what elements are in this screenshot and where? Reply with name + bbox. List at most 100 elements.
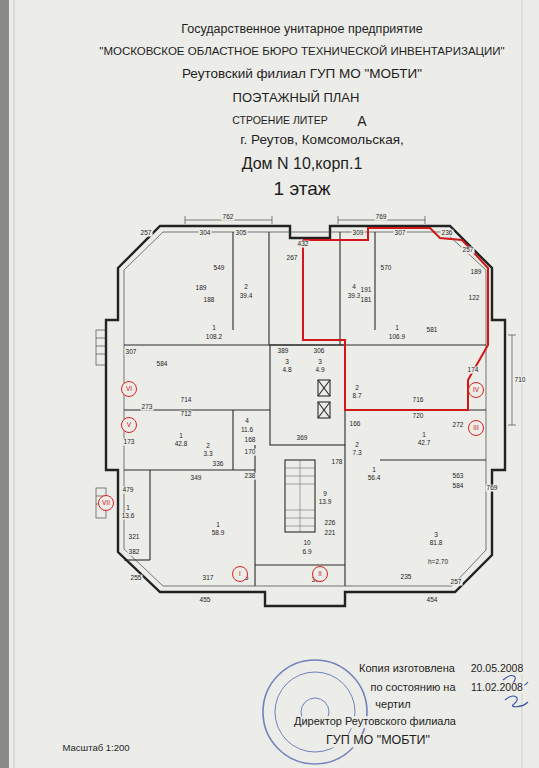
- exit-marker: VII: [98, 495, 114, 511]
- dimension-number: 762: [222, 214, 235, 221]
- plan-title: ПОЭТАЖНЫЙ ПЛАН: [232, 91, 361, 105]
- dimension-number: 106.9: [388, 334, 406, 341]
- stamp-note: ГУП МО "МОБТИ": [325, 734, 431, 747]
- exit-marker: IV: [468, 382, 484, 398]
- dimension-number: 255: [130, 575, 143, 582]
- dimension-number: 306: [313, 348, 326, 355]
- dimension-number: 710: [514, 377, 527, 384]
- dimension-number: 570: [380, 265, 393, 272]
- header-text: Государственное унитарное предприятие: [180, 23, 424, 36]
- dimension-number: 581: [426, 327, 439, 334]
- marker-numeral: III: [473, 425, 478, 432]
- dimension-number: 257: [450, 579, 463, 586]
- dimension-number: 349: [190, 475, 203, 482]
- dimension-number: 181: [360, 297, 373, 304]
- dimension-number: 4: [351, 284, 357, 291]
- exit-marker: II: [312, 566, 328, 582]
- stamp-note: 11.02.2008: [470, 682, 524, 693]
- dimension-number: 13.9: [318, 499, 333, 506]
- dimension-number: 81.8: [429, 540, 444, 547]
- dimension-number: 10: [302, 540, 311, 547]
- stamp-note: 20.05.2008: [470, 663, 525, 674]
- dimension-number: 1: [215, 522, 221, 529]
- dimension-number: 235: [400, 574, 413, 581]
- dimension-number: 317: [202, 575, 215, 582]
- dimension-number: 42.8: [174, 441, 189, 448]
- dimension-number: 455: [199, 597, 212, 604]
- marker-numeral: I: [239, 571, 241, 578]
- header-text: "МОСКОВСКОЕ ОБЛАСТНОЕ БЮРО ТЕХНИЧЕСКОЙ И…: [98, 45, 505, 57]
- dimension-number: 2: [243, 284, 249, 291]
- marker-numeral: II: [318, 571, 322, 578]
- dimension-number: 257: [462, 247, 475, 254]
- dimension-number: 4: [244, 418, 250, 425]
- dimension-number: 108.2: [205, 334, 223, 341]
- marker-numeral: VI: [126, 386, 132, 393]
- dimension-number: 11.6: [240, 427, 254, 434]
- dimension-number: 714: [180, 397, 193, 404]
- dimension-number: 257: [140, 230, 153, 237]
- dimension-number: 1: [211, 325, 217, 332]
- dimension-number: 168: [244, 437, 257, 444]
- header-text: г. Реутов, Комсомольская,: [239, 133, 405, 147]
- header-text: 1 этаж: [273, 179, 332, 199]
- dimension-number: 42.7: [417, 440, 432, 447]
- exit-marker: I: [232, 566, 248, 582]
- marker-numeral: VII: [102, 500, 110, 507]
- dimension-number: 7.3: [351, 450, 362, 457]
- dimension-number: 191: [360, 287, 373, 294]
- dimension-number: 769: [486, 485, 499, 492]
- dimension-number: 226: [324, 520, 337, 527]
- exit-marker: V: [121, 417, 137, 433]
- stamp-note: Директор Реутовского филиала: [293, 716, 457, 728]
- dimension-number: 1: [421, 432, 427, 439]
- dimension-number: 720: [412, 413, 425, 420]
- dimension-number: 454: [426, 597, 439, 604]
- dimension-number: 2: [205, 443, 211, 450]
- dimension-number: 382: [128, 549, 141, 556]
- marker-numeral: V: [127, 422, 131, 429]
- dimension-number: 189: [195, 285, 208, 292]
- dimension-number: 188: [203, 297, 216, 304]
- dimension-number: 8.7: [351, 393, 362, 400]
- dimension-number: 170: [244, 449, 257, 456]
- dimension-number: 178: [331, 459, 344, 466]
- dimension-number: 336: [212, 461, 225, 468]
- dimension-number: 1: [178, 433, 184, 440]
- dimension-number: 389: [277, 348, 290, 355]
- dimension-number: 166: [349, 421, 362, 428]
- dimension-number: 307: [125, 349, 138, 356]
- dimension-number: 584: [156, 361, 169, 368]
- dimension-number: 584: [452, 483, 465, 490]
- dimension-number: 716: [412, 397, 425, 404]
- dimension-number: 305: [235, 230, 248, 237]
- dimension-number: 272: [452, 422, 465, 429]
- dimension-number: 1: [394, 325, 400, 332]
- dimension-number: 769: [375, 214, 388, 221]
- dimension-number: 563: [452, 473, 465, 480]
- exit-marker: III: [468, 420, 484, 436]
- dimension-number: 549: [213, 265, 226, 272]
- dimension-number: 1: [125, 505, 131, 512]
- dimension-number: 2: [354, 385, 360, 392]
- exit-marker: VI: [121, 381, 137, 397]
- dimension-number: 238: [244, 473, 257, 480]
- dimension-number: 432: [297, 241, 310, 248]
- dimension-number: 304: [199, 230, 212, 237]
- dimension-number: 3.3: [202, 451, 213, 458]
- dimension-number: 174: [467, 367, 480, 374]
- dimension-number: 4.9: [314, 367, 325, 374]
- stamp-note: h=2.70: [427, 559, 449, 566]
- dimension-number: 1: [371, 467, 377, 474]
- dimension-number: 712: [180, 411, 193, 418]
- dimension-number: 58.9: [211, 530, 226, 537]
- dimension-number: 189: [470, 269, 483, 276]
- dimension-number: 173: [123, 439, 136, 446]
- dimension-number: 6.9: [301, 549, 312, 556]
- dimension-number: 4.8: [281, 367, 292, 374]
- dimension-number: 13.6: [121, 513, 136, 520]
- dimension-number: 122: [468, 295, 481, 302]
- dimension-number: 9: [322, 491, 328, 498]
- dimension-number: 369: [296, 435, 309, 442]
